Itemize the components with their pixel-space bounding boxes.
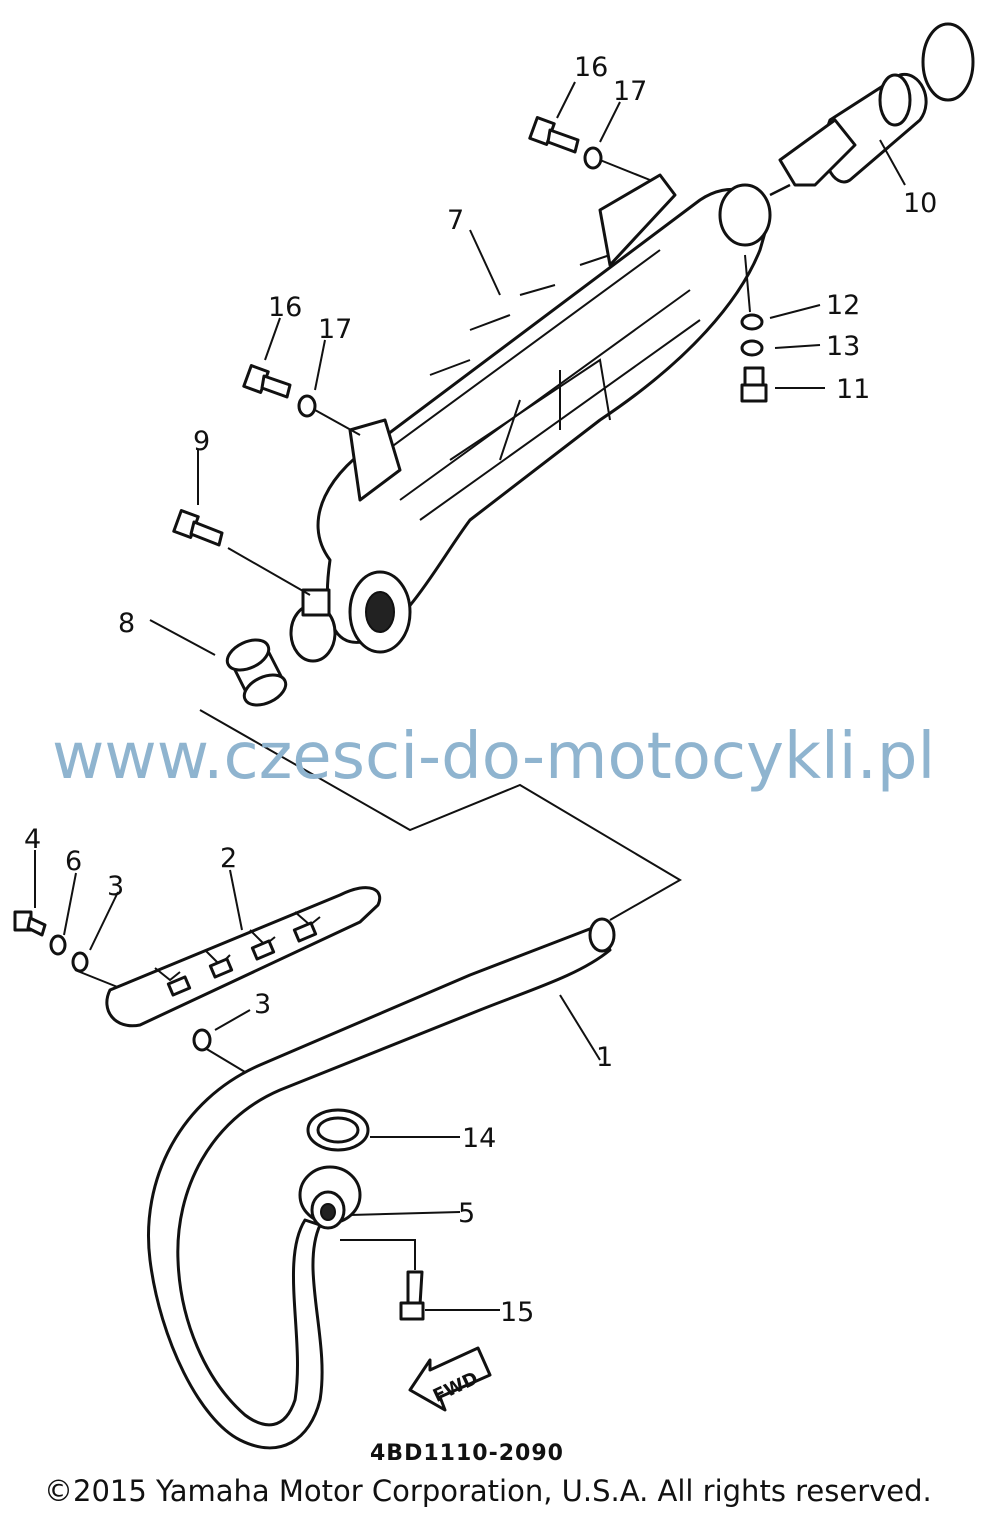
callout-12: 12: [826, 290, 860, 321]
callout-11: 11: [836, 374, 870, 405]
bolt-part-9: [172, 509, 224, 547]
callout-2: 2: [220, 843, 237, 874]
callout-16-lower: 16: [268, 292, 302, 323]
callout-3-lower: 3: [254, 989, 271, 1020]
callout-10: 10: [903, 188, 937, 219]
callout-16-upper: 16: [574, 52, 608, 83]
exhaust-pipe-part-1: [147, 917, 616, 1450]
callout-3-upper: 3: [107, 871, 124, 902]
callout-15: 15: [500, 1297, 534, 1328]
bolt-part-4: [13, 910, 47, 937]
copyright: ©2015 Yamaha Motor Corporation, U.S.A. A…: [44, 1474, 932, 1508]
callout-1: 1: [596, 1042, 613, 1073]
gasket-part-8: [225, 638, 288, 707]
callout-4: 4: [24, 824, 41, 855]
callout-9: 9: [193, 426, 210, 457]
bolt-part-15: [399, 1270, 425, 1321]
callout-6: 6: [65, 846, 82, 877]
bolt-part-16-lower: [242, 364, 292, 399]
washer-part-17-lower: [297, 394, 317, 418]
forward-arrow-icon: FWD: [408, 1346, 492, 1412]
watermark: www.czesci-do-motocykli.pl: [52, 720, 935, 794]
callout-14: 14: [462, 1123, 496, 1154]
callout-5: 5: [458, 1198, 475, 1229]
callout-7: 7: [447, 205, 464, 236]
bolt-part-11: [740, 366, 768, 403]
callout-17-lower: 17: [318, 314, 352, 345]
flange-part-5: [298, 1165, 362, 1230]
washer-part-3-upper: [71, 951, 89, 973]
washer-part-13: [740, 339, 764, 357]
washer-part-3-lower: [192, 1028, 212, 1052]
muffler-part-7: [289, 173, 772, 663]
washer-part-12: [740, 313, 764, 331]
washer-part-17-upper: [583, 146, 603, 170]
callout-17-upper: 17: [613, 76, 647, 107]
callout-13: 13: [826, 331, 860, 362]
diagram-code: 4BD1110-2090: [370, 1441, 564, 1466]
callout-8: 8: [118, 608, 135, 639]
tail-pipe-part-10: [769, 22, 975, 197]
washer-part-6: [49, 934, 67, 956]
bolt-part-16-upper: [528, 116, 580, 154]
leader-lines: [34, 81, 906, 1311]
gasket-part-14: [306, 1108, 370, 1152]
heat-protector-part-2: [105, 886, 382, 1028]
